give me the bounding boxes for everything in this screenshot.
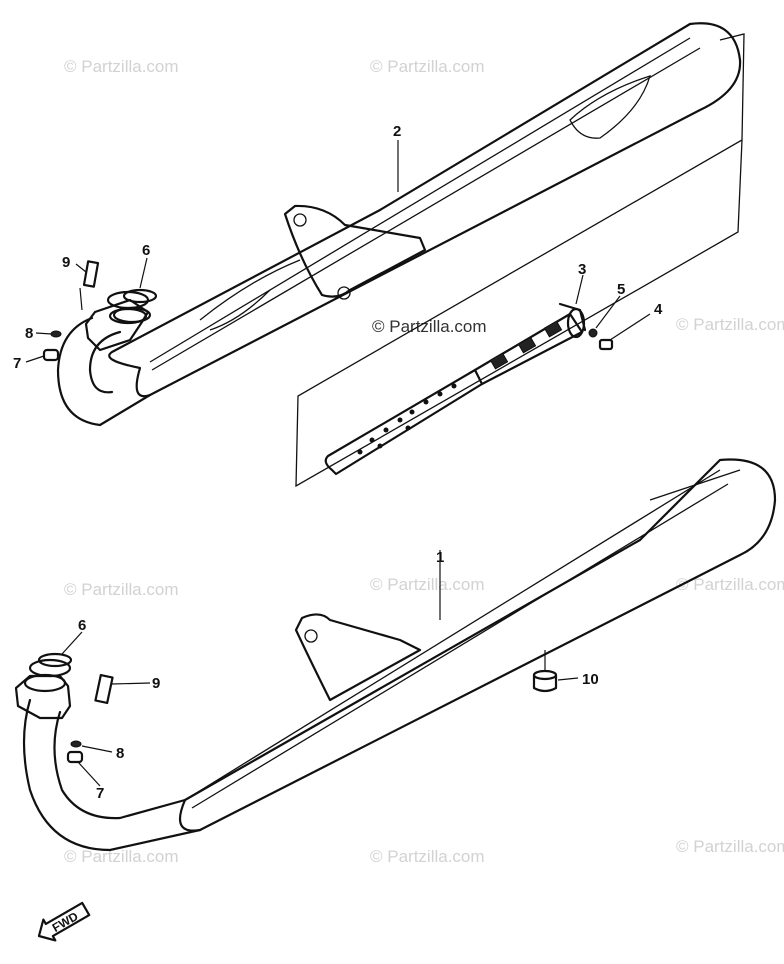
watermark: © Partzilla.com [370,847,485,866]
watermark: © Partzilla.com [676,575,784,594]
callout-part-7[interactable]: 7 [13,355,21,372]
callout-labels: 2 6 9 8 7 3 5 4 1 6 9 10 8 7 [13,123,663,802]
callout-part-9[interactable]: 9 [152,675,160,692]
callout-part-3[interactable]: 3 [578,261,586,278]
callout-part-9[interactable]: 9 [62,254,70,271]
stud-bolt-lower [94,673,114,705]
callout-part-6[interactable]: 6 [142,242,150,259]
gasket-upper [108,288,158,325]
watermark: © Partzilla.com [64,57,179,76]
callout-part-1[interactable]: 1 [436,549,444,566]
lower-muffler [14,458,777,852]
bracket-hole [337,286,351,300]
damper [532,669,558,693]
watermark: © Partzilla.com [676,837,784,856]
baffle-tube [324,302,587,476]
callout-part-6[interactable]: 6 [78,617,86,634]
watermark: © Partzilla.com [370,575,485,594]
bolt-washer-baffle [588,328,614,351]
gasket-lower [37,652,73,668]
callout-part-7[interactable]: 7 [96,785,104,802]
watermark: © Partzilla.com [370,57,485,76]
bracket-hole [304,629,318,643]
callout-part-4[interactable]: 4 [654,301,663,318]
watermark-center: © Partzilla.com [372,317,487,336]
nut-washer-upper [42,330,62,362]
callout-part-2[interactable]: 2 [393,123,401,140]
upper-muffler [56,22,745,488]
watermark: © Partzilla.com [64,847,179,866]
fwd-label: FWD [50,909,81,935]
callout-part-8[interactable]: 8 [116,745,124,762]
callout-part-8[interactable]: 8 [25,325,33,342]
stud-bolt-upper [79,260,100,311]
watermark: © Partzilla.com [676,315,784,334]
callout-part-10[interactable]: 10 [582,671,599,688]
bracket-hole [293,213,307,227]
watermark: © Partzilla.com [64,580,179,599]
nut-washer-lower [66,740,84,764]
leader-lines [25,140,651,787]
forward-arrow-icon: FWD [37,901,91,942]
callout-part-5[interactable]: 5 [617,281,625,298]
watermark-group: © Partzilla.com © Partzilla.com © Partzi… [64,57,784,866]
